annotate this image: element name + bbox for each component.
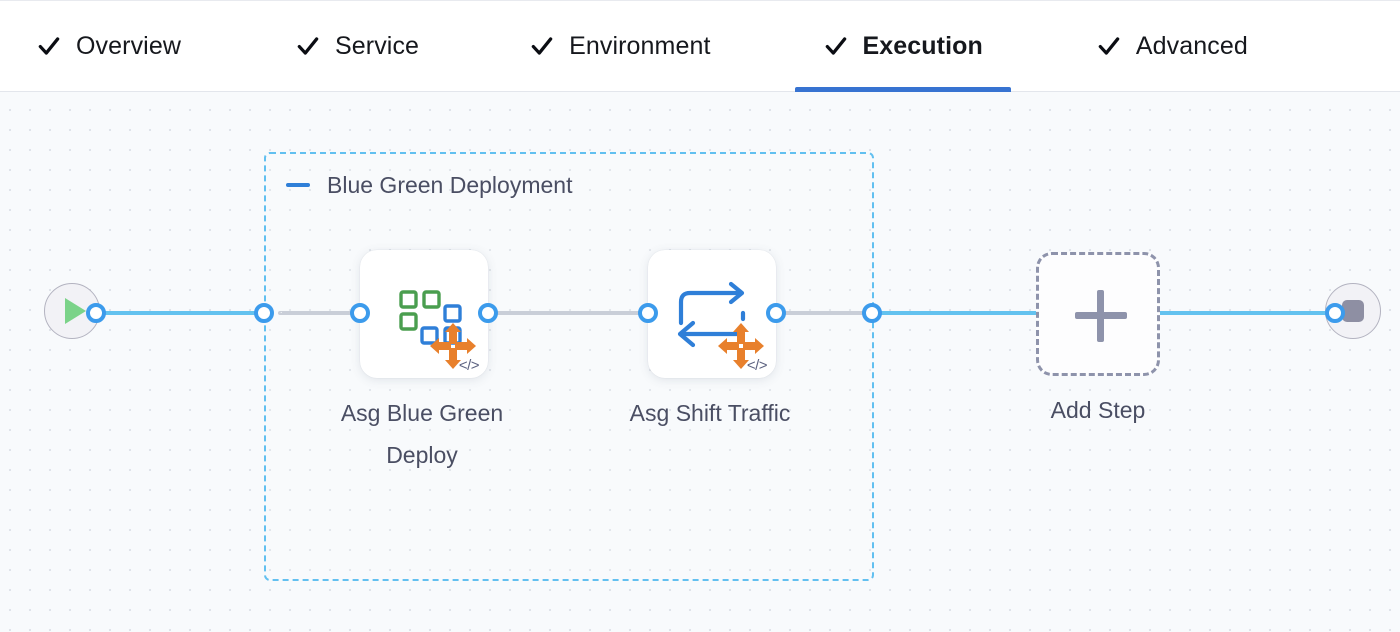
tab-active-indicator xyxy=(794,87,1011,92)
stop-icon xyxy=(1342,300,1364,322)
check-icon xyxy=(531,37,553,55)
connector-dot-end-in[interactable] xyxy=(1325,303,1345,323)
edge-group-to-step-1 xyxy=(278,311,366,315)
step-node-label-asg-shift-traffic: Asg Shift Traffic xyxy=(602,392,818,434)
stage-tab-bar: Overview Service Environment Execution xyxy=(0,0,1400,92)
minus-icon[interactable] xyxy=(286,183,310,187)
tab-advanced-label: Advanced xyxy=(1135,31,1248,60)
add-step-label: Add Step xyxy=(1050,397,1146,423)
asg-blue-green-deploy-icon xyxy=(399,290,476,369)
check-icon xyxy=(825,37,846,55)
play-icon xyxy=(64,298,86,324)
tab-overview-label: Overview xyxy=(76,31,181,60)
edge-start-to-group xyxy=(96,311,268,315)
check-icon xyxy=(1098,37,1120,55)
tab-execution[interactable]: Execution xyxy=(794,0,1011,92)
asg-shift-traffic-icon xyxy=(677,281,764,369)
edge-step-1-to-step-2 xyxy=(484,311,656,315)
plus-icon-vertical xyxy=(1097,290,1104,342)
step-node-asg-shift-traffic[interactable]: </> xyxy=(648,250,776,378)
tab-execution-label: Execution xyxy=(862,31,983,60)
tab-service[interactable]: Service xyxy=(295,0,419,92)
add-step-button[interactable] xyxy=(1036,252,1160,376)
connector-dot-step-1-out[interactable] xyxy=(478,303,498,323)
connector-dot-step-1-in[interactable] xyxy=(350,303,370,323)
connector-dot-step-2-out[interactable] xyxy=(766,303,786,323)
step-node-asg-blue-green-deploy[interactable]: </> xyxy=(360,250,488,378)
code-badge-icon: </> xyxy=(746,357,768,374)
tab-environment-label: Environment xyxy=(569,31,711,60)
step-label-line-1: Asg Blue Green xyxy=(340,400,504,426)
pipeline-start-node[interactable] xyxy=(44,283,100,339)
code-badge-icon: </> xyxy=(458,357,480,374)
step-group-header: Blue Green Deployment xyxy=(286,170,572,200)
connector-dot-start-out[interactable] xyxy=(86,303,106,323)
connector-dot-group-out[interactable] xyxy=(862,303,882,323)
execution-canvas[interactable]: Blue Green Deployment xyxy=(0,92,1400,632)
tab-environment[interactable]: Environment xyxy=(529,0,710,92)
tab-service-label: Service xyxy=(335,31,420,60)
check-icon xyxy=(38,37,60,55)
step-node-label-asg-blue-green-deploy: Asg Blue Green Deploy xyxy=(314,392,530,476)
tab-advanced[interactable]: Advanced xyxy=(1096,0,1248,92)
edge-step-2-to-group-end xyxy=(772,311,876,315)
edge-add-step-to-end xyxy=(1155,311,1335,315)
step-group-title: Blue Green Deployment xyxy=(327,171,573,198)
connector-dot-group-in[interactable] xyxy=(254,303,274,323)
check-icon xyxy=(297,37,319,55)
connector-dot-step-2-in[interactable] xyxy=(638,303,658,323)
step-label-line-2: Deploy xyxy=(386,442,458,468)
step-label-line-1: Asg Shift Traffic xyxy=(629,400,791,426)
edge-group-to-add-step xyxy=(876,311,1044,315)
step-group-blue-green-deployment[interactable] xyxy=(264,152,874,581)
tab-overview[interactable]: Overview xyxy=(36,0,181,92)
